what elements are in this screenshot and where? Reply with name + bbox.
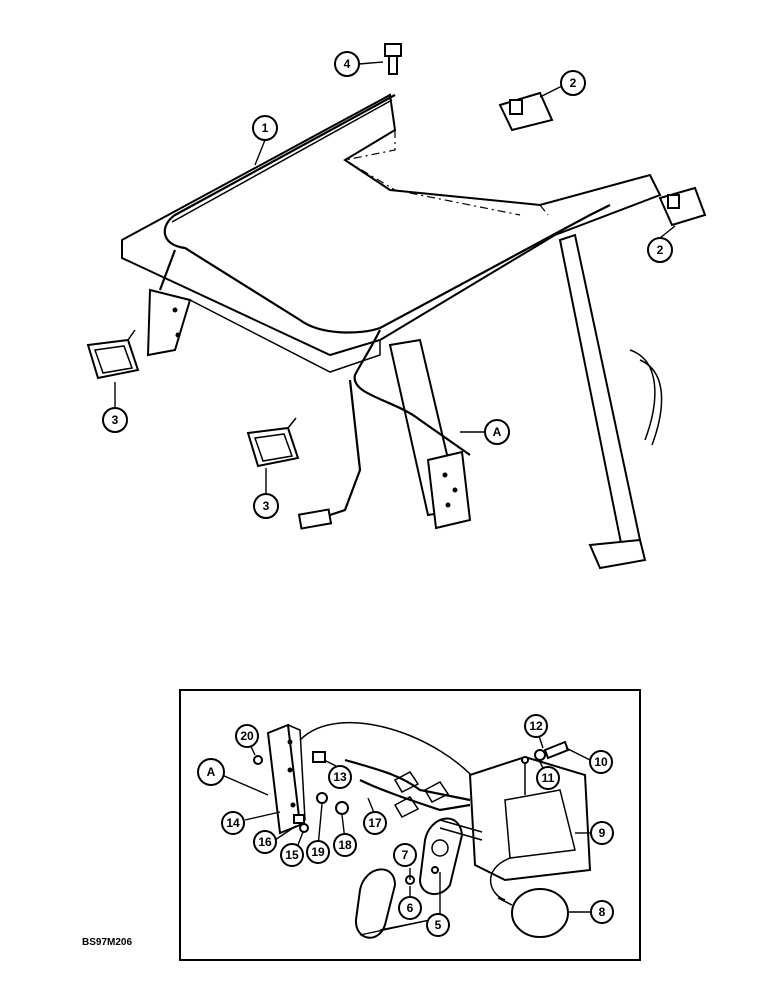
callout-14: 14	[221, 811, 245, 835]
round-beacon	[489, 857, 569, 938]
detail-frame	[179, 689, 641, 961]
svg-text:11: 11	[542, 771, 555, 785]
callout-3-right: 3	[253, 493, 279, 519]
callout-4: 4	[334, 51, 360, 77]
svg-text:5: 5	[435, 918, 442, 932]
svg-text:20: 20	[240, 729, 254, 743]
rear-lamp-right	[658, 186, 707, 227]
svg-text:2: 2	[657, 243, 664, 257]
svg-text:A: A	[207, 765, 216, 779]
callout-11: 11	[536, 766, 560, 790]
upper-leader-lines	[114, 61, 676, 494]
svg-text:17: 17	[368, 816, 382, 830]
callout-8: 8	[590, 900, 614, 924]
svg-text:18: 18	[338, 838, 352, 852]
callout-2-right: 2	[647, 237, 673, 263]
callout-17: 17	[363, 811, 387, 835]
callout-5: 5	[426, 913, 450, 937]
svg-text:19: 19	[311, 845, 325, 859]
lower-leader-lines	[221, 729, 591, 936]
svg-text:4: 4	[344, 57, 351, 71]
callout-1: 1	[252, 115, 278, 141]
callout-A-upper: A	[484, 419, 510, 445]
svg-text:12: 12	[529, 719, 543, 733]
harness-connector	[297, 508, 333, 530]
rear-lamp-top	[498, 91, 554, 132]
detail-wiring	[344, 758, 483, 841]
svg-text:2: 2	[570, 76, 577, 90]
callout-6: 6	[398, 896, 422, 920]
svg-text:3: 3	[263, 499, 270, 513]
svg-text:15: 15	[285, 848, 299, 862]
svg-text:A: A	[493, 425, 502, 439]
callout-10: 10	[589, 750, 613, 774]
work-lamp-left	[86, 329, 140, 380]
callout-9: 9	[590, 821, 614, 845]
svg-text:16: 16	[258, 835, 272, 849]
svg-text:10: 10	[594, 755, 608, 769]
callout-7: 7	[393, 843, 417, 867]
svg-text:6: 6	[407, 901, 414, 915]
svg-text:9: 9	[599, 826, 606, 840]
callout-16: 16	[253, 830, 277, 854]
callout-12: 12	[524, 714, 548, 738]
callout-15: 15	[280, 843, 304, 867]
svg-text:8: 8	[599, 905, 606, 919]
figure-code: BS97M206	[82, 937, 132, 948]
lamp-housing	[468, 755, 592, 882]
callout-13: 13	[328, 765, 352, 789]
callout-18: 18	[333, 833, 357, 857]
callout-2-top: 2	[560, 70, 586, 96]
detail-small-parts	[253, 740, 570, 885]
svg-text:1: 1	[262, 121, 269, 135]
svg-text:7: 7	[402, 848, 409, 862]
svg-text:14: 14	[226, 816, 240, 830]
canopy-left-post	[146, 288, 192, 357]
callout-20: 20	[235, 724, 259, 748]
work-lamp-right	[246, 417, 300, 468]
mounting-plate	[426, 450, 472, 530]
callout-3-left: 3	[102, 407, 128, 433]
svg-text:3: 3	[112, 413, 119, 427]
callout-19: 19	[306, 840, 330, 864]
callout-A-detail: A	[197, 758, 225, 786]
lens-gasket	[354, 817, 464, 939]
svg-text:13: 13	[333, 770, 347, 784]
bolt	[384, 43, 402, 75]
canopy-roof	[121, 93, 662, 373]
